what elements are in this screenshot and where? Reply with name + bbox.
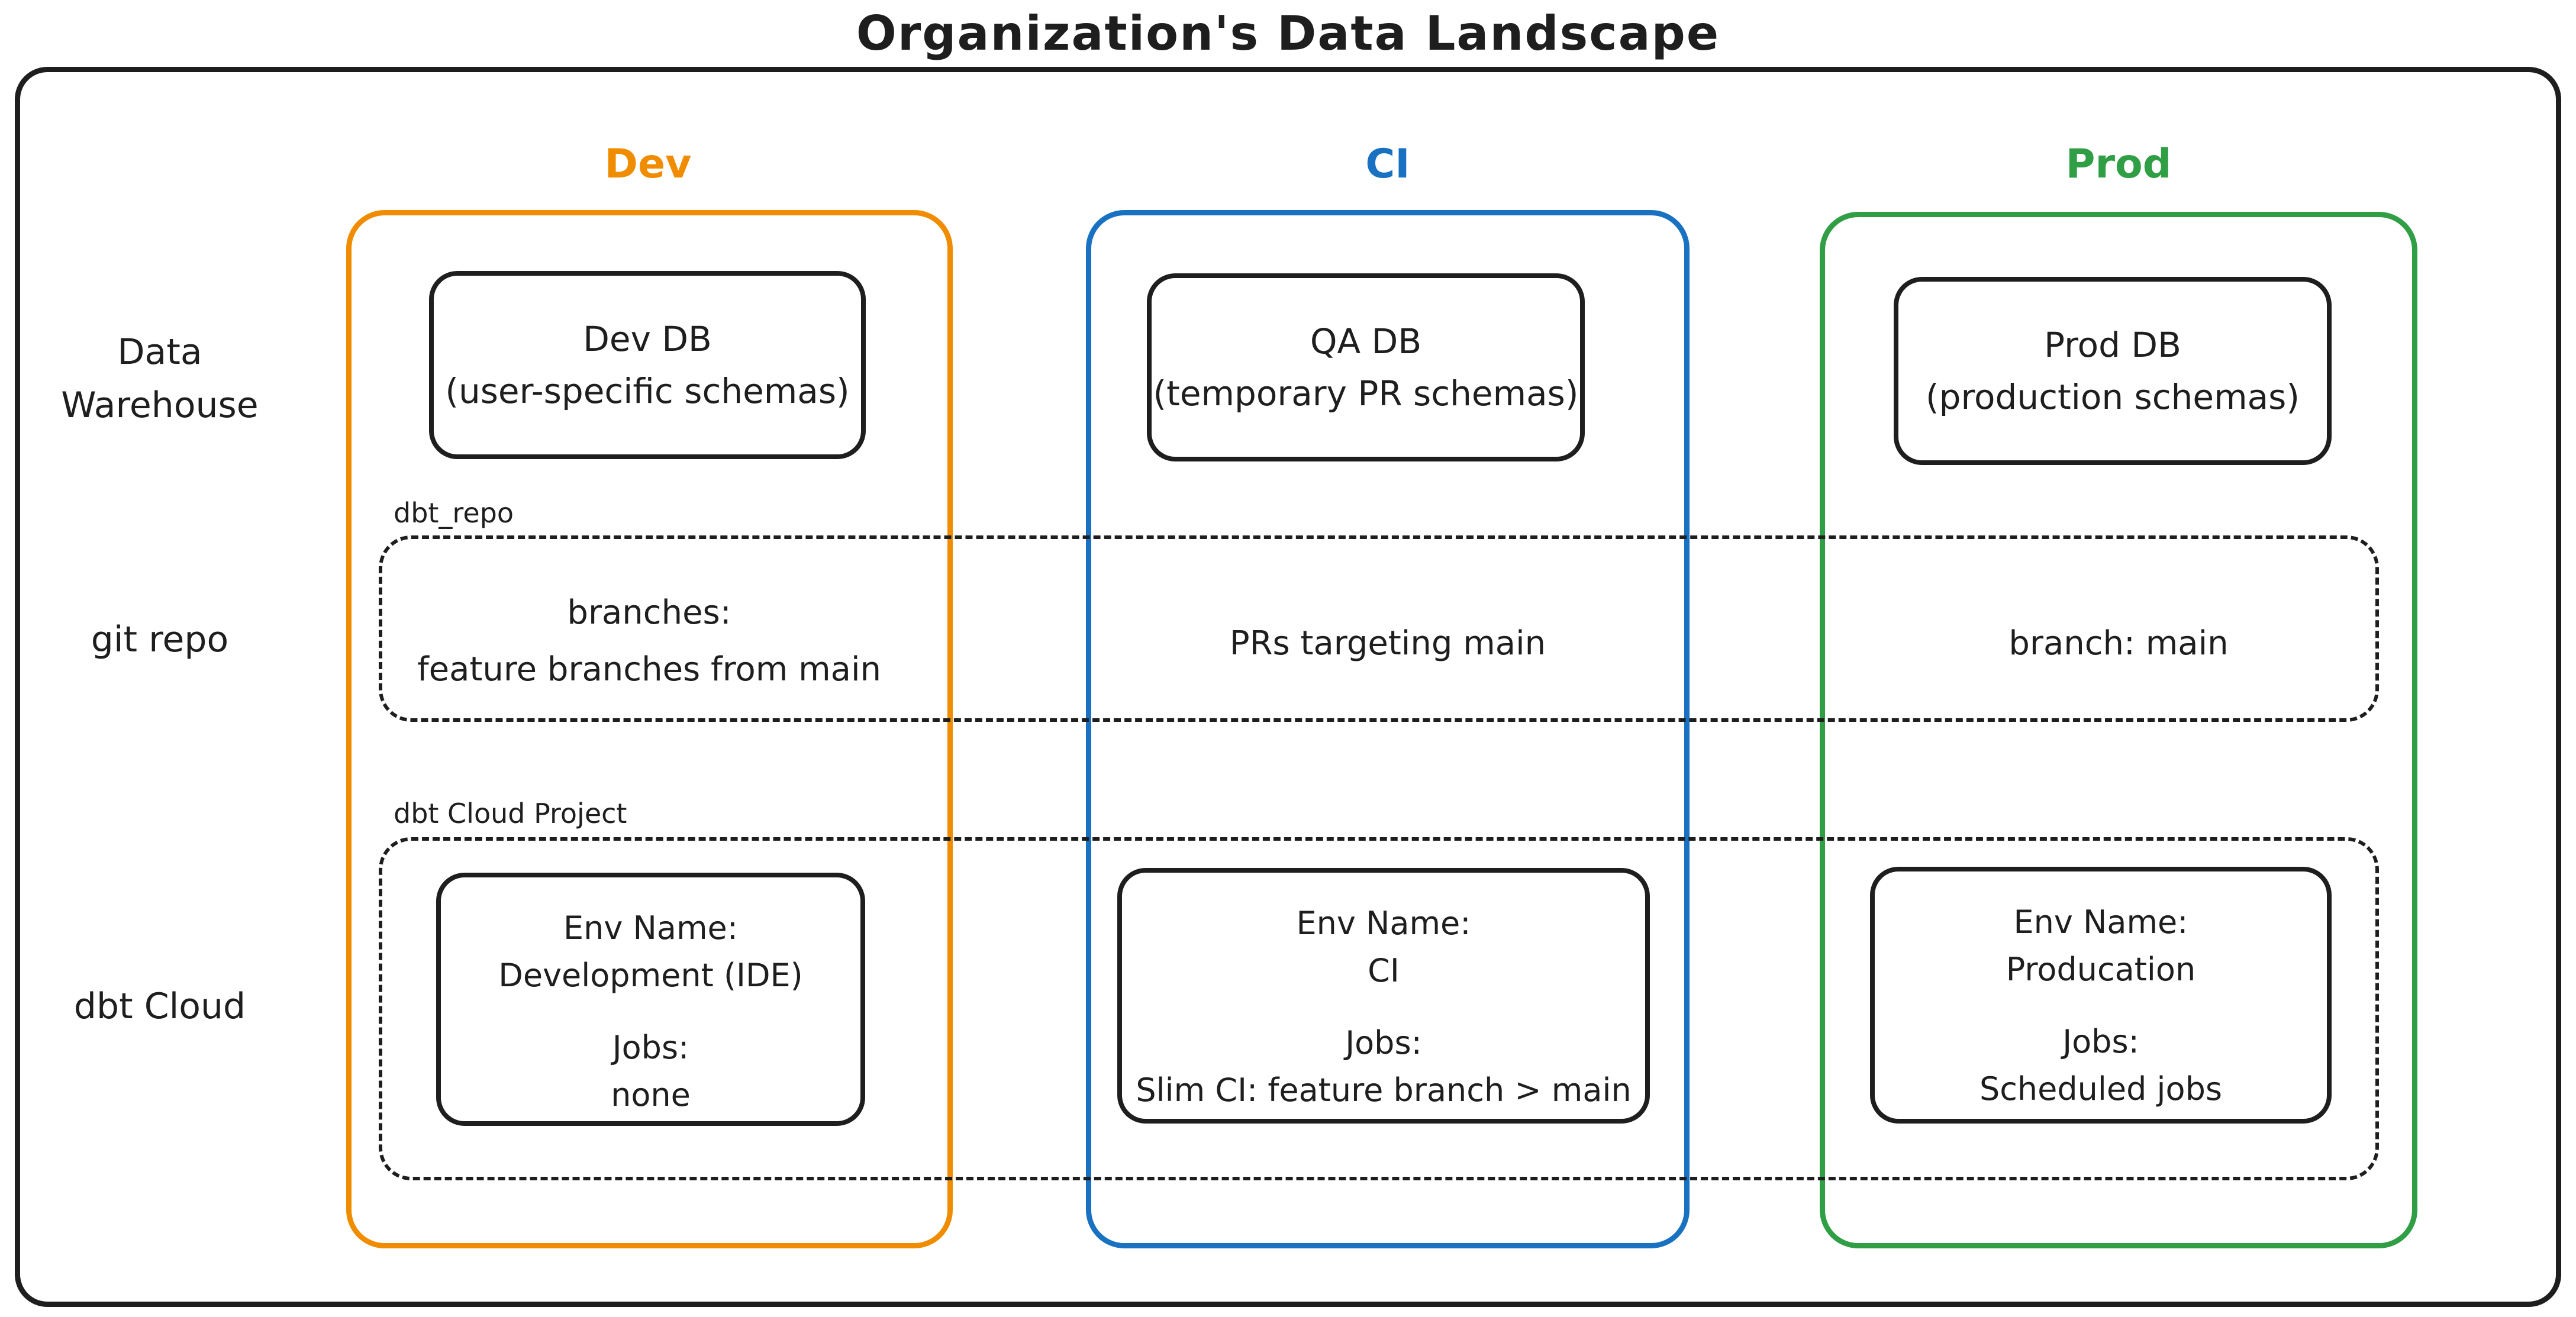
- env-box-dev: Env Name: Development (IDE) Jobs: none: [436, 873, 865, 1126]
- db-box-dev-subtitle: (user-specific schemas): [445, 371, 850, 411]
- env-box-ci-jobs-value: Slim CI: feature branch > main: [1136, 1071, 1632, 1109]
- git-band-cell-dev-line2: feature branches from main: [417, 650, 882, 689]
- env-box-dev-env-label: Env Name:: [563, 909, 738, 947]
- db-box-dev-title: Dev DB: [583, 319, 712, 359]
- column-rect-prod: [1820, 212, 2417, 1248]
- db-box-qa-subtitle: (temporary PR schemas): [1153, 373, 1579, 414]
- env-box-prod-env-value: Producation: [2006, 951, 2196, 988]
- env-box-prod-env-label: Env Name:: [2013, 903, 2188, 941]
- env-box-ci-env-value: CI: [1368, 952, 1400, 989]
- env-box-ci-jobs-label: Jobs:: [1345, 1024, 1422, 1061]
- column-rect-dev: [346, 210, 953, 1248]
- git-band-label: dbt_repo: [394, 497, 514, 529]
- db-box-qa-title: QA DB: [1310, 321, 1422, 361]
- row-label-data-warehouse: Data Warehouse: [61, 331, 259, 426]
- db-box-qa: QA DB (temporary PR schemas): [1147, 273, 1585, 461]
- env-box-prod: Env Name: Producation Jobs: Scheduled jo…: [1870, 867, 2332, 1124]
- git-band-cell-ci: PRs targeting main: [1151, 615, 1624, 672]
- column-header-dev: Dev: [604, 141, 692, 188]
- column-rect-ci: [1086, 210, 1690, 1248]
- env-box-ci: Env Name: CI Jobs: Slim CI: feature bran…: [1117, 868, 1650, 1124]
- env-box-dev-jobs-value: none: [611, 1076, 691, 1113]
- column-header-prod: Prod: [2065, 141, 2172, 188]
- git-band-cell-dev: branches: feature branches from main: [407, 585, 892, 698]
- git-band-cell-prod-line1: branch: main: [2008, 624, 2229, 663]
- row-label-dbt-cloud: dbt Cloud: [73, 986, 246, 1027]
- git-band-cell-prod: branch: main: [1882, 615, 2355, 672]
- dbt-band-label: dbt Cloud Project: [394, 798, 627, 829]
- git-band-cell-ci-line1: PRs targeting main: [1229, 624, 1546, 663]
- env-box-dev-jobs-label: Jobs:: [612, 1029, 689, 1066]
- env-box-dev-env-value: Development (IDE): [498, 957, 803, 994]
- outer-frame: [15, 67, 2561, 1307]
- env-box-prod-jobs-label: Jobs:: [2062, 1023, 2139, 1060]
- db-box-prod-subtitle: (production schemas): [1926, 377, 2300, 417]
- git-band-cell-dev-line1: branches:: [567, 593, 731, 632]
- diagram-title: Organization's Data Landscape: [856, 6, 1720, 61]
- db-box-prod: Prod DB (production schemas): [1894, 277, 2332, 465]
- row-label-git-repo: git repo: [91, 619, 229, 660]
- env-box-ci-env-label: Env Name:: [1296, 905, 1471, 942]
- db-box-dev: Dev DB (user-specific schemas): [429, 271, 866, 459]
- db-box-prod-title: Prod DB: [2044, 325, 2181, 365]
- dbt-band-dashed-box: [379, 837, 2379, 1180]
- env-box-prod-jobs-value: Scheduled jobs: [1979, 1070, 2223, 1108]
- column-header-ci: CI: [1365, 141, 1410, 188]
- git-band-dashed-box: [379, 535, 2379, 722]
